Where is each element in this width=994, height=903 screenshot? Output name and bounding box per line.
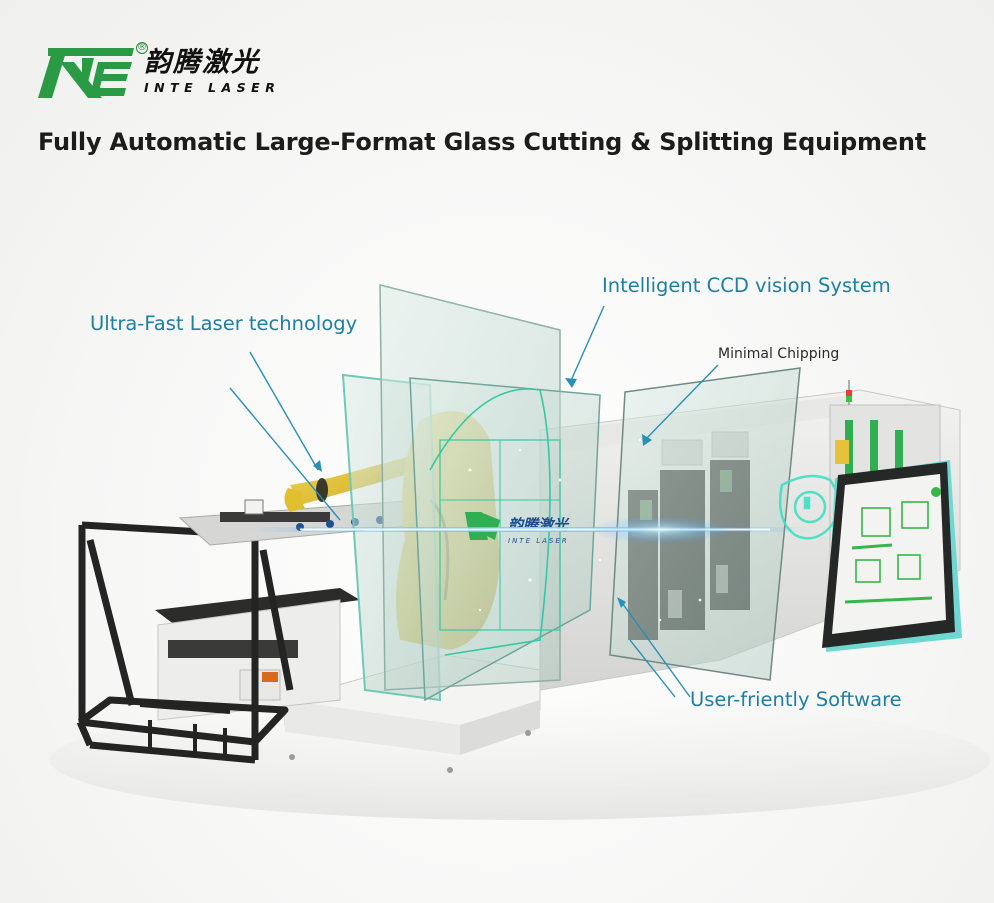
callout-ultra-fast-laser: Ultra-Fast Laser technology [90, 312, 358, 335]
svg-text:INTE LASER: INTE LASER [508, 537, 569, 545]
inte-logo-mark-icon [38, 48, 134, 98]
software-tablet [822, 460, 962, 652]
ccd-vision-hologram [778, 474, 840, 540]
signal-light-green [846, 396, 852, 402]
brand-logo: ® 韵腾激光 INTE LASER [38, 42, 281, 98]
tablet-tile-icon [901, 501, 929, 529]
tablet-tile-icon [861, 507, 891, 537]
page-title: Fully Automatic Large-Format Glass Cutti… [38, 128, 927, 156]
brand-name-chinese: 韵腾激光 [144, 47, 260, 78]
callout-ccd-vision: Intelligent CCD vision System [602, 274, 891, 297]
brand-name-english: INTE LASER [144, 80, 281, 95]
laser-beam [250, 516, 810, 544]
callout-lines [229, 305, 719, 698]
glass-rack-frame [76, 521, 294, 764]
glass-particles [468, 438, 702, 622]
callout-user-software: User-friently Software [690, 688, 902, 711]
tablet-tile-icon [897, 554, 921, 580]
callout-minimal-chipping: Minimal Chipping [718, 346, 840, 362]
tablet-status-icon [931, 487, 941, 497]
tablet-tile-icon [855, 559, 881, 583]
glass-panes [341, 284, 801, 702]
registered-mark: ® [136, 42, 148, 54]
brand-text: ® 韵腾激光 INTE LASER [136, 42, 281, 95]
signal-light-red [846, 390, 852, 396]
loading-table [155, 588, 360, 721]
